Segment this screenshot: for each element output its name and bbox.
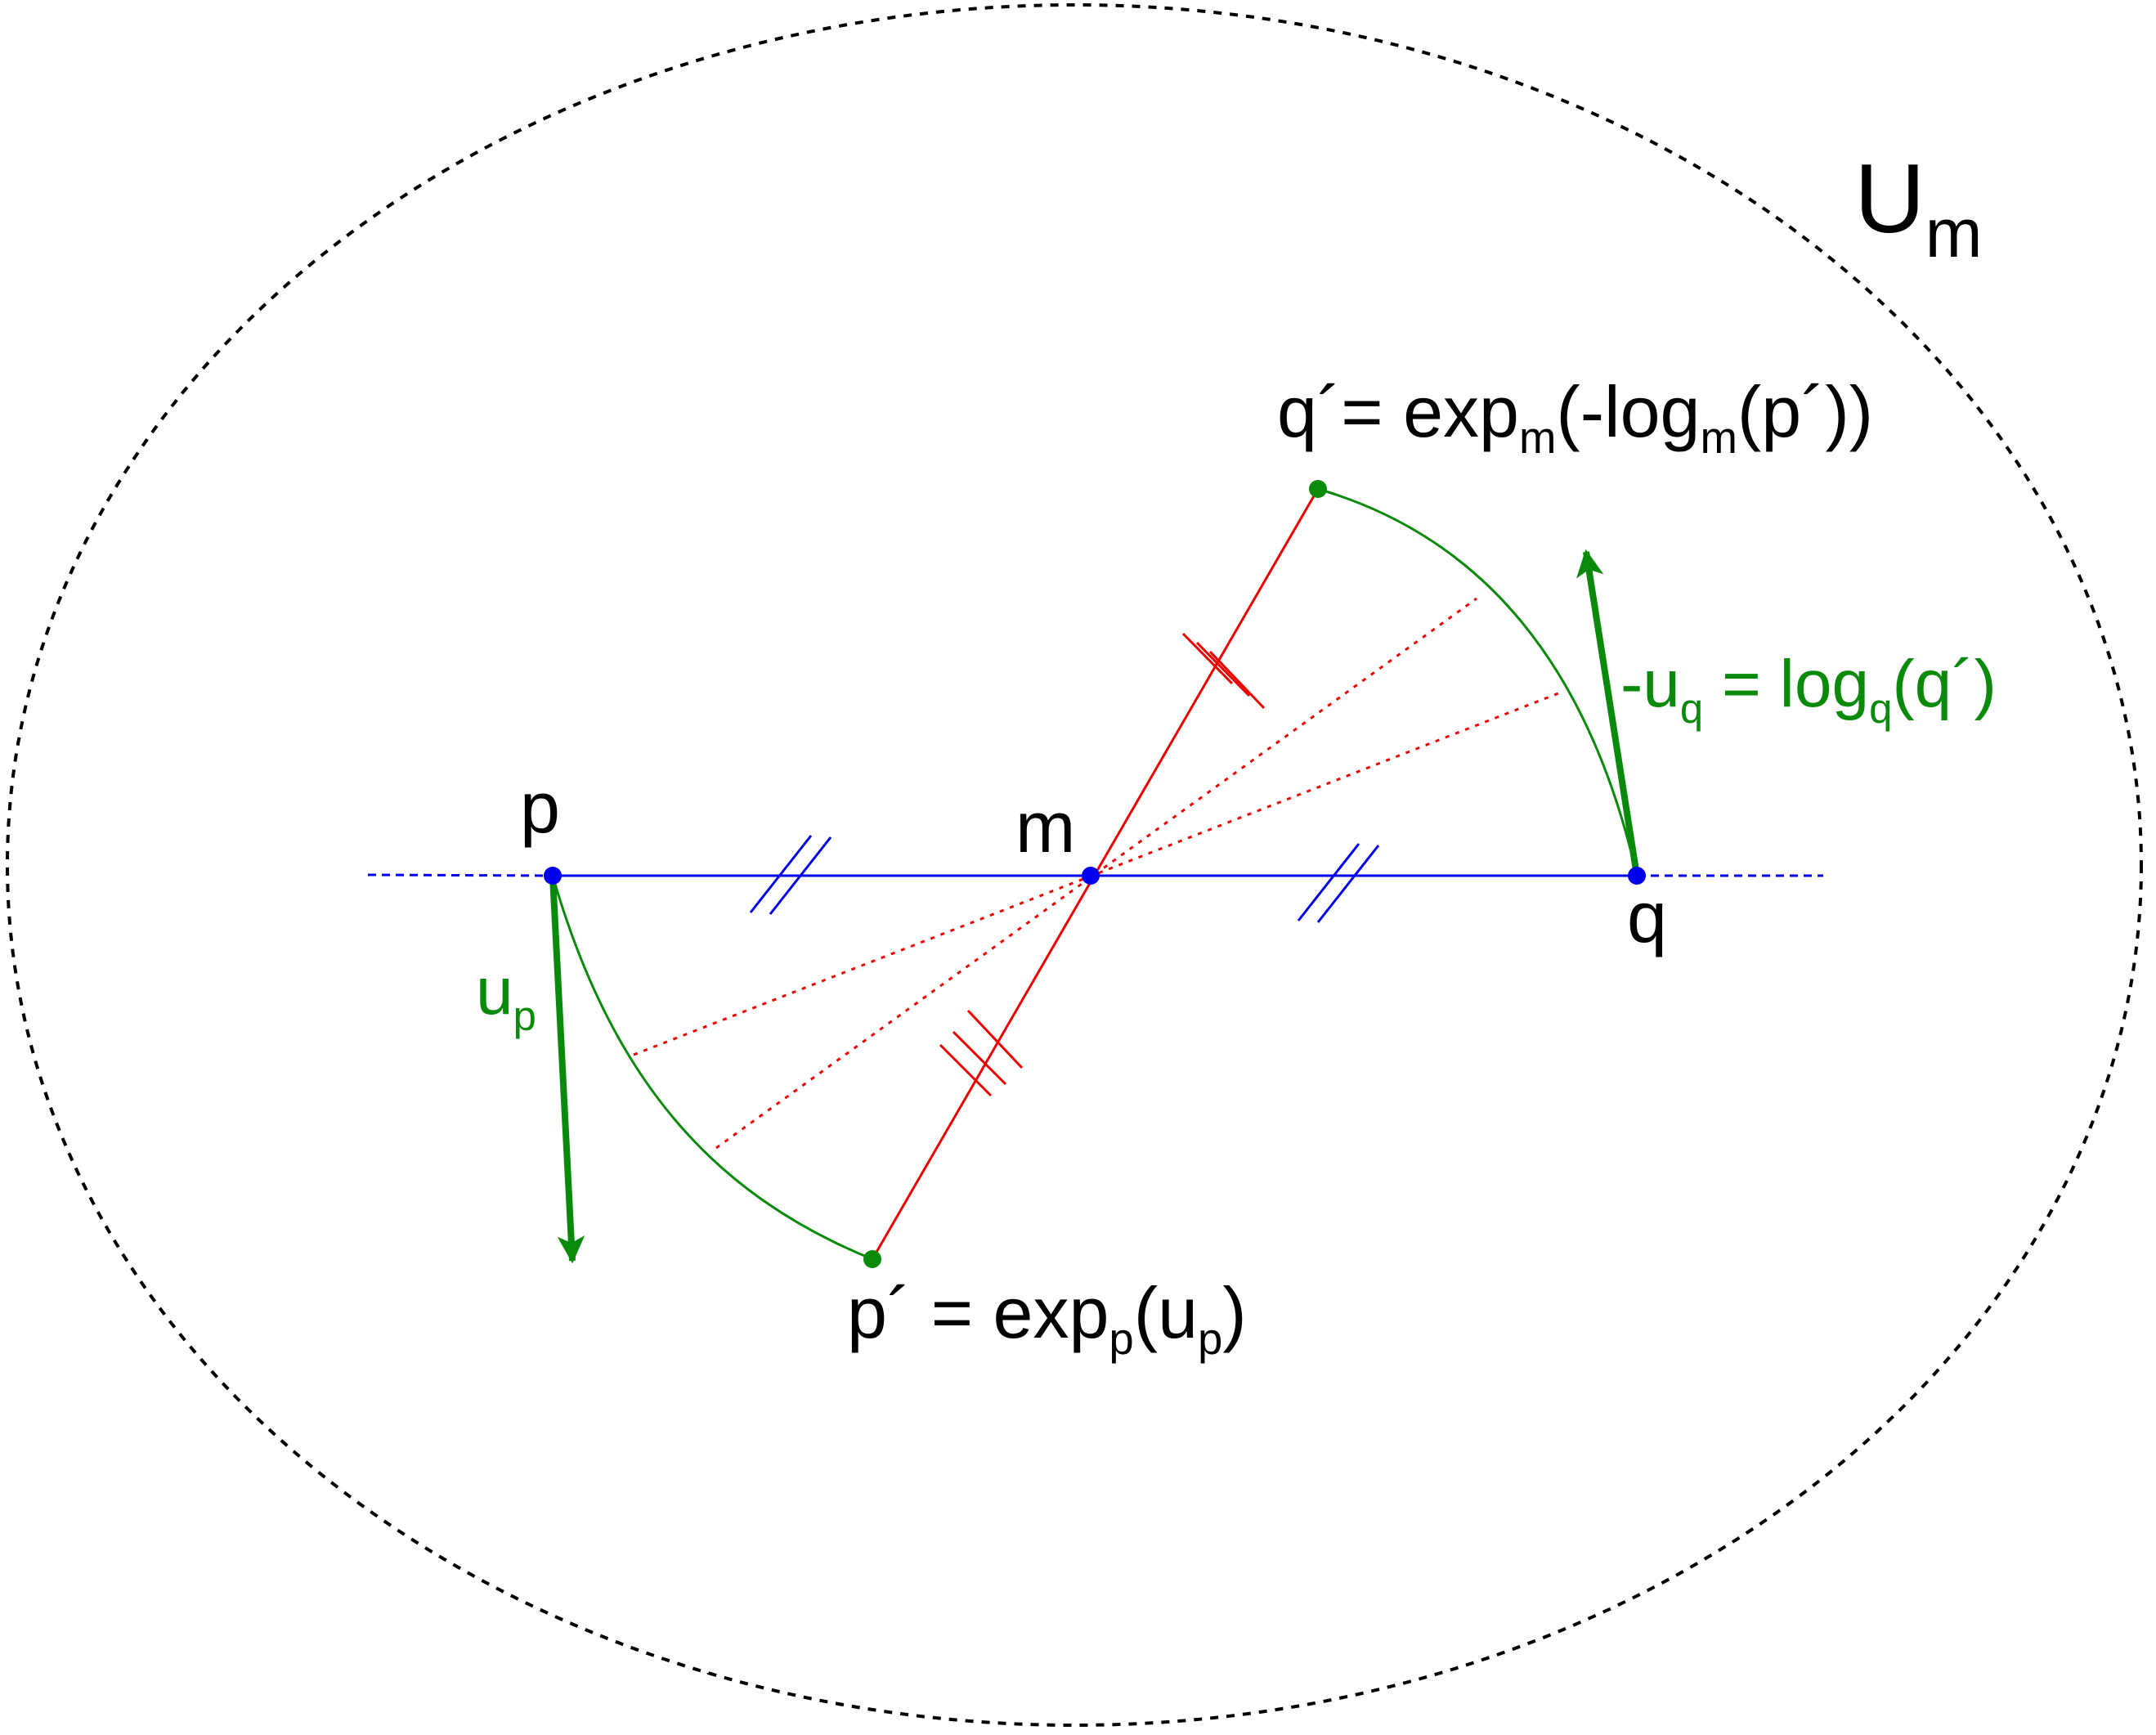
neighborhood-boundary [6, 3, 2143, 1727]
blue-dashed-extension-left [367, 873, 554, 877]
point-qprime-marker [1309, 480, 1327, 498]
blue-double-tick-left [749, 835, 832, 915]
qprime-formula-label: q´= expm(-logm(p´)) [1277, 371, 1873, 463]
point-p-marker [544, 867, 562, 885]
blue-double-tick-right [1297, 843, 1380, 923]
red-triple-tick-upper [1181, 632, 1266, 710]
vector-u-p-arrow [549, 875, 585, 1264]
point-q-label: q [1627, 876, 1667, 957]
point-p-label: p [520, 767, 560, 848]
point-pprime-marker [863, 1250, 881, 1268]
point-m-label: m [1015, 787, 1075, 868]
vector-u-p-label: up [476, 954, 536, 1039]
point-q-marker [1628, 867, 1646, 885]
green-arc-qprime-to-q [1317, 487, 1638, 876]
red-triple-tick-lower [939, 1009, 1024, 1097]
vector-minus-u-q-arrow [1576, 549, 1640, 876]
pprime-formula-label: p´ = expp(up) [847, 1272, 1247, 1364]
green-arc-p-to-pprime [551, 875, 873, 1261]
point-m-marker [1082, 867, 1100, 885]
vector-minus-u-q-label: -uq = logq(q´) [1620, 647, 1997, 732]
region-label: Um [1854, 144, 1983, 271]
